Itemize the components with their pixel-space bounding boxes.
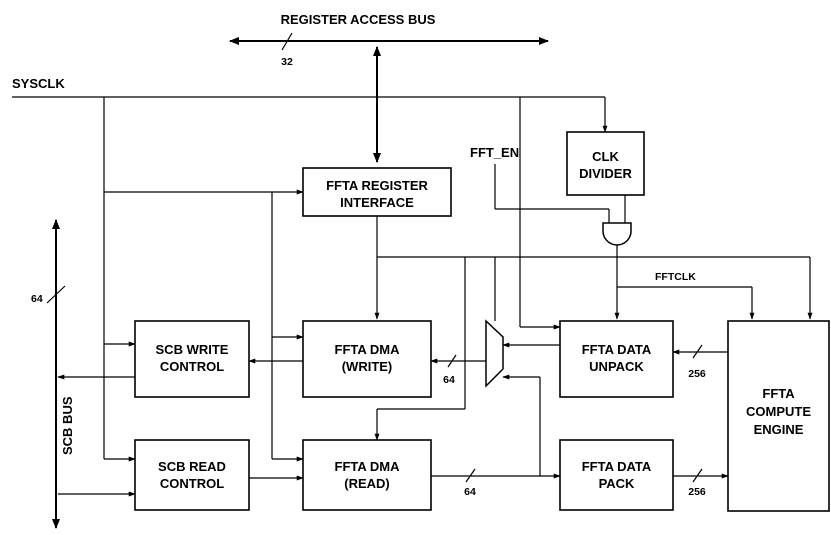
dma-read-width: 64 [464,486,476,498]
data-pack-line1: FFTA DATA [582,459,652,474]
register-interface-block [302,167,452,217]
data-unpack-block [559,320,674,398]
compute-engine-block [727,320,830,512]
register-interface-line2: INTERFACE [340,195,414,210]
fftclk-label: FFTCLK [655,271,696,283]
dma-read-line1: FFTA DMA [335,459,401,474]
dma-read-line2: (READ) [344,476,390,491]
register-interface-line1: FFTA REGISTER [326,178,428,193]
compute-engine-line2: COMPUTE [746,404,811,419]
compute-engine-line1: FFTA [762,386,795,401]
scb-bus-label: SCB BUS [60,396,75,455]
scb-read-line1: SCB READ [158,459,226,474]
multiplexer [485,319,504,388]
scb-read-line2: CONTROL [160,476,224,491]
dma-write-width: 64 [443,374,455,386]
dma-write-block [302,320,432,398]
dma-write-width-slash [447,354,457,368]
scb-write-line1: SCB WRITE [156,342,229,357]
dma-write-line2: (WRITE) [342,359,393,374]
data-unpack-line2: UNPACK [589,359,644,374]
and-gate [602,222,632,246]
scb-bus-width-slash [46,285,66,304]
fft-en-label: FFT_EN [470,145,519,160]
pack-width: 256 [688,486,706,498]
clk-divider-block [566,131,645,196]
clk-divider-line1: CLK [592,149,619,164]
sysclk-label: SYSCLK [12,76,65,91]
compute-engine-line3: ENGINE [754,422,804,437]
scb-write-block [134,320,250,398]
dma-read-block [302,439,432,511]
register-access-bus-label: REGISTER ACCESS BUS [281,12,436,27]
data-pack-block [559,439,674,511]
dma-read-width-slash [465,468,476,483]
scb-bus-width: 64 [31,293,43,305]
data-pack-line2: PACK [599,476,635,491]
scb-read-block [134,439,250,511]
dma-write-line1: FFTA DMA [335,342,401,357]
scb-write-line2: CONTROL [160,359,224,374]
pack-width-slash [692,468,703,483]
data-unpack-line1: FFTA DATA [582,342,652,357]
unpack-width-slash [692,344,703,359]
clk-divider-line2: DIVIDER [579,166,632,181]
bus-width-slash [281,32,293,51]
unpack-width: 256 [688,368,706,380]
register-bus-width: 32 [281,56,293,68]
